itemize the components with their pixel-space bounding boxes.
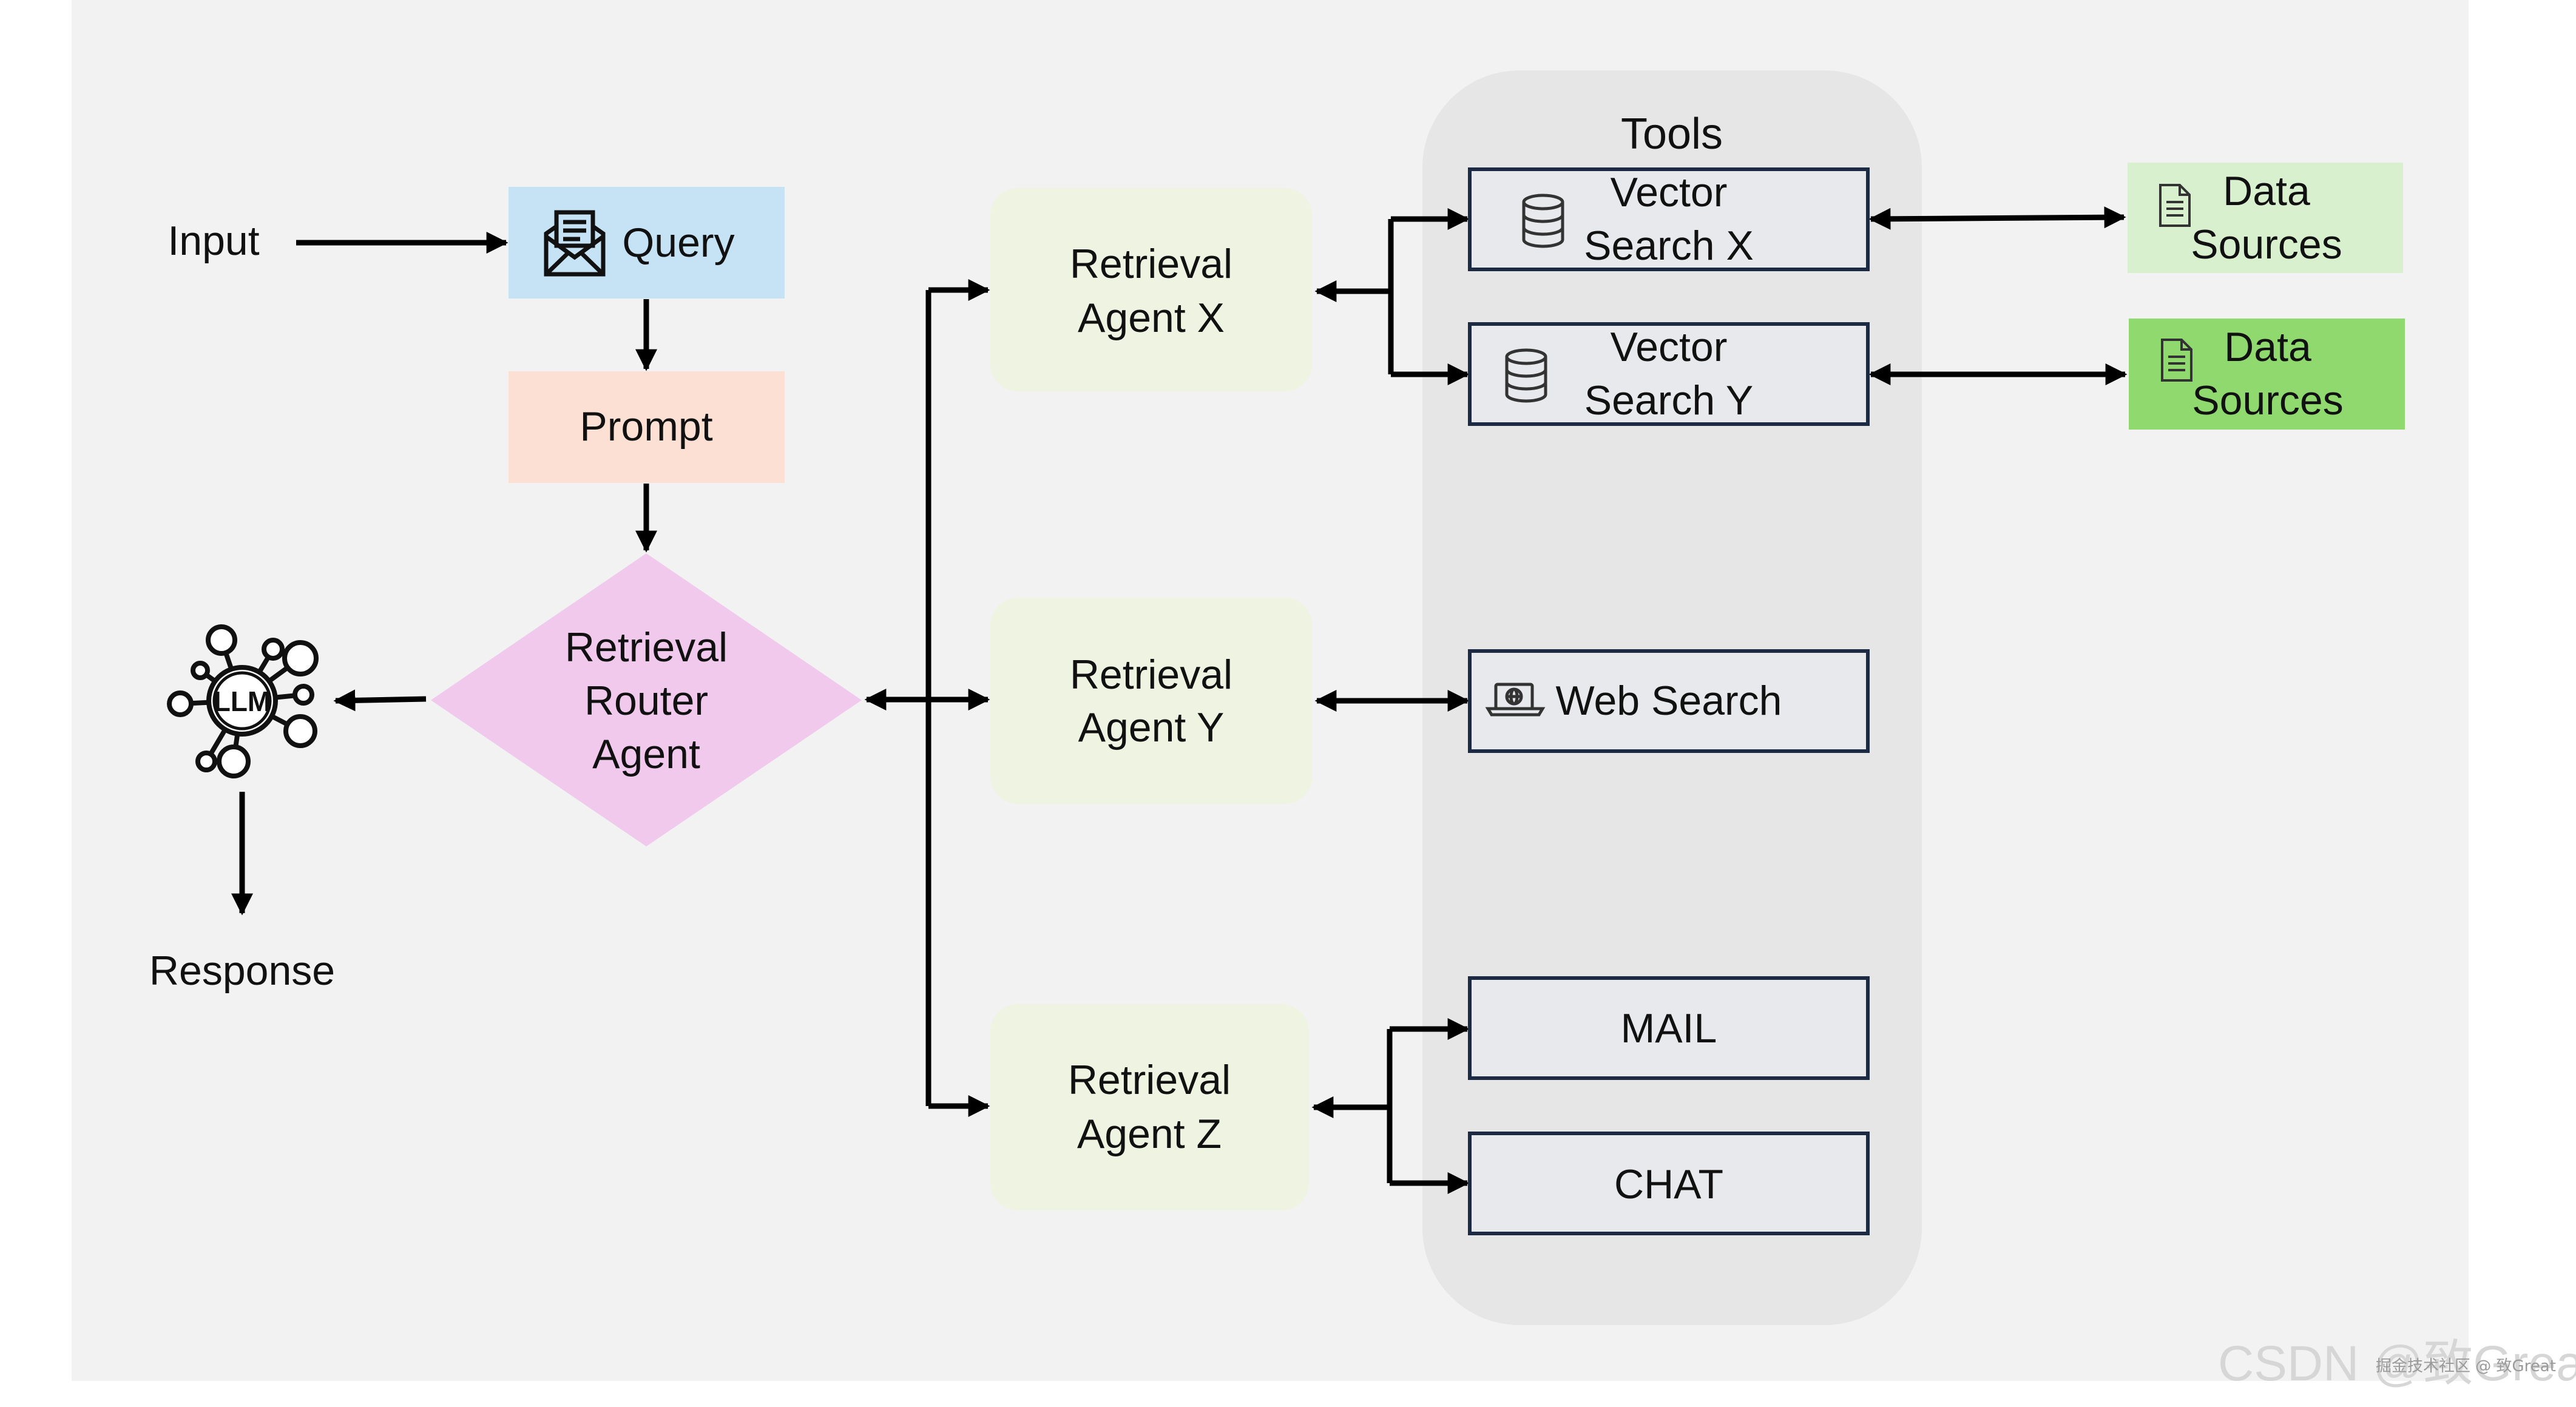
agent-x-line2: Agent X	[1078, 295, 1225, 341]
query-label: Query	[622, 220, 734, 266]
database-icon	[1505, 348, 1547, 403]
router-label-line2: Router	[584, 678, 708, 724]
mail-label: MAIL	[1621, 1005, 1717, 1051]
data-sources-1-line1: Data	[2223, 168, 2310, 214]
document-icon	[2161, 339, 2192, 382]
llm-label: LLM	[214, 686, 271, 717]
vector-x-line2: Search X	[1584, 223, 1754, 269]
arrow-vector-x-data-sources	[1868, 206, 2126, 230]
vector-search-x-node: Vector Search X	[1468, 167, 1870, 271]
vector-y-line1: Vector	[1611, 324, 1728, 370]
envelope-letter-icon	[544, 210, 606, 277]
data-sources-2-line1: Data	[2224, 324, 2311, 370]
document-icon	[2159, 184, 2191, 227]
retrieval-agent-x-node: Retrieval Agent X	[990, 188, 1312, 391]
data-sources-1-node: Data Sources	[2128, 163, 2403, 273]
query-node: Query	[509, 187, 785, 299]
laptop-globe-icon	[1485, 683, 1546, 717]
data-sources-2-line2: Sources	[2192, 377, 2343, 423]
mail-node: MAIL	[1468, 976, 1870, 1080]
chat-node: CHAT	[1468, 1132, 1870, 1235]
input-label: Input	[167, 218, 259, 264]
agent-z-line1: Retrieval	[1068, 1057, 1231, 1103]
tools-title: Tools	[1621, 110, 1723, 158]
agent-y-line1: Retrieval	[1070, 652, 1232, 698]
vector-y-line2: Search Y	[1584, 377, 1753, 423]
web-search-label: Web Search	[1556, 678, 1782, 724]
response-label: Response	[149, 948, 335, 994]
data-sources-2-node: Data Sources	[2129, 319, 2405, 430]
data-sources-1-line2: Sources	[2191, 221, 2342, 268]
agent-y-line2: Agent Y	[1078, 704, 1225, 751]
vector-search-y-node: Vector Search Y	[1468, 322, 1870, 426]
chat-label: CHAT	[1614, 1161, 1723, 1207]
database-icon	[1522, 194, 1564, 248]
watermark-csdn: CSDN @致Great	[2218, 1336, 2576, 1391]
prompt-node: Prompt	[509, 371, 785, 483]
agent-z-line2: Agent Z	[1077, 1111, 1222, 1157]
router-label-line3: Agent	[592, 731, 700, 777]
retrieval-agent-y-node: Retrieval Agent Y	[990, 598, 1312, 804]
vector-x-line1: Vector	[1611, 169, 1728, 215]
agent-x-line1: Retrieval	[1070, 241, 1232, 287]
connectors	[231, 206, 2128, 1194]
arrow-router-to-llm	[333, 689, 427, 712]
router-label-line1: Retrieval	[565, 624, 728, 670]
llm-network-icon	[167, 624, 319, 778]
prompt-label: Prompt	[580, 403, 712, 450]
web-search-node: Web Search	[1468, 649, 1870, 753]
retrieval-agent-z-node: Retrieval Agent Z	[990, 1004, 1309, 1210]
retrieval-router-agent-node: Retrieval Router Agent	[431, 553, 862, 846]
watermark-juejin: 掘金技术社区 @ 致Great	[2376, 1357, 2556, 1375]
